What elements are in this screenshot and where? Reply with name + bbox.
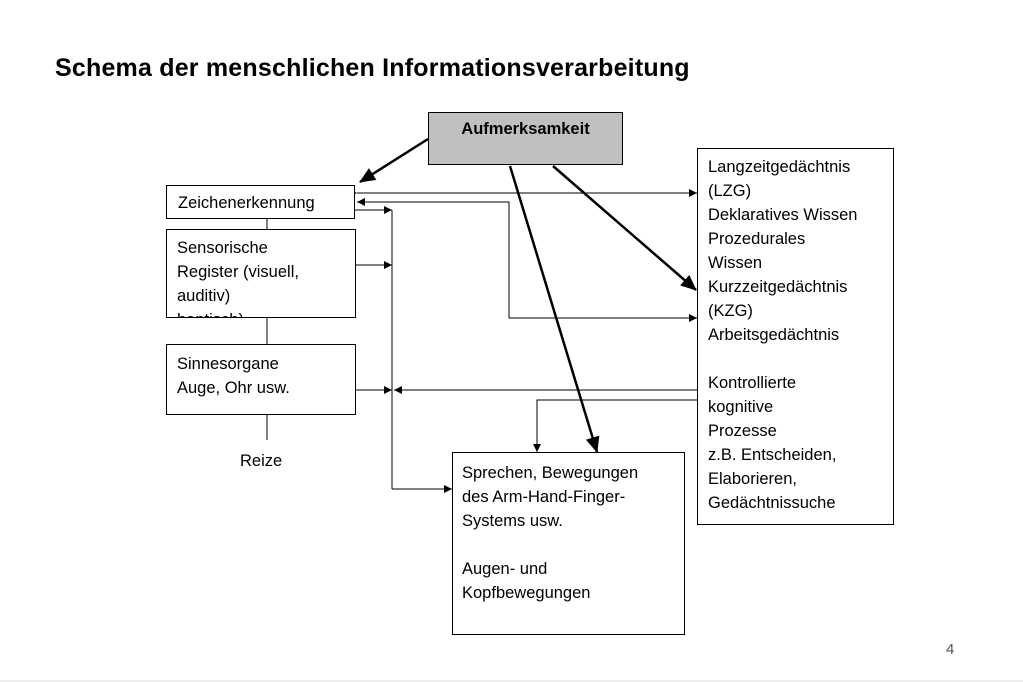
sinnesorgane-box: Sinnesorgane Auge, Ohr usw.: [166, 344, 356, 415]
prozesse-line-1: Kontrollierte: [708, 374, 797, 392]
gedaechtnis-box: Langzeitgedächtnis (LZG) Deklaratives Wi…: [697, 148, 894, 525]
arrow-attention-kzg: [552, 165, 697, 291]
motorik-line-3: Systems usw.: [462, 512, 563, 530]
kzg-line-3: Arbeitsgedächtnis: [708, 326, 840, 344]
motorik-line-1: Sprechen, Bewegungen: [462, 464, 639, 482]
sensor-line-3: auditiv): [177, 287, 231, 305]
attention-box: Aufmerksamkeit: [428, 112, 623, 165]
motorik-line-5: Kopfbewegungen: [462, 584, 591, 602]
lzg-line-1: Langzeitgedächtnis: [708, 158, 851, 176]
motorik-spacer: [462, 533, 684, 557]
page-number: 4: [946, 641, 955, 658]
sinnes-line-1: Sinnesorgane: [177, 355, 279, 373]
motorik-line-4: Augen- und: [462, 560, 548, 578]
prozesse-line-4: z.B. Entscheiden,: [708, 446, 837, 464]
kzg-line-2: (KZG): [708, 302, 753, 320]
sensor-line-2: Register (visuell,: [177, 263, 299, 281]
kzg-line-1: Kurzzeitgedächtnis: [708, 278, 848, 296]
arrow-memory-motorik: [533, 399, 697, 452]
memory-spacer: [708, 347, 893, 371]
lzg-line-4: Prozedurales: [708, 230, 806, 248]
lzg-line-3: Deklaratives Wissen: [708, 206, 858, 224]
sensor-line-4: haptisch): [177, 308, 355, 317]
arrow-attention-zeichen: [359, 137, 429, 184]
sensor-line-1: Sensorische: [177, 239, 268, 257]
motorik-line-2: des Arm-Hand-Finger-: [462, 488, 626, 506]
arrow-attention-motorik: [508, 165, 600, 453]
prozesse-line-2: kognitive: [708, 398, 774, 416]
footer-divider: [0, 680, 1023, 682]
lzg-line-5: Wissen: [708, 254, 763, 272]
zeichenerkennung-label: Zeichenerkennung: [178, 194, 315, 212]
sensorische-register-box: Sensorische Register (visuell, auditiv) …: [166, 229, 356, 318]
page-title: Schema der menschlichen Informationsvera…: [55, 54, 690, 82]
prozesse-line-6: Gedächtnissuche: [708, 494, 836, 512]
motorik-box: Sprechen, Bewegungen des Arm-Hand-Finger…: [452, 452, 685, 635]
zeichenerkennung-box: Zeichenerkennung: [166, 185, 355, 219]
prozesse-line-5: Elaborieren,: [708, 470, 797, 488]
lzg-line-2: (LZG): [708, 182, 752, 200]
attention-label: Aufmerksamkeit: [461, 120, 590, 138]
sinnes-line-2: Auge, Ohr usw.: [177, 379, 290, 397]
reize-label: Reize: [240, 452, 283, 470]
prozesse-line-3: Prozesse: [708, 422, 777, 440]
